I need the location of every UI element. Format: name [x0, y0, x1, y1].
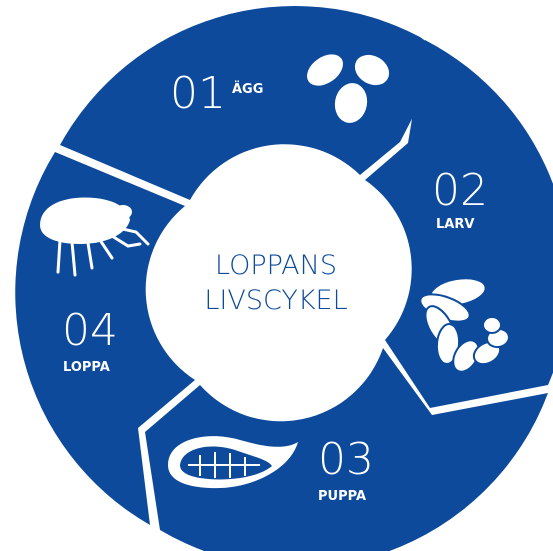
- stage-label-02: LARV: [436, 217, 474, 232]
- pupa-icon: [168, 436, 298, 489]
- eggs-icon: [306, 54, 390, 123]
- segment-pupa: [145, 348, 548, 551]
- stage-label-01: ÄGG: [232, 81, 263, 97]
- stage-number-02: 02: [432, 165, 488, 216]
- stage-number-01: 01: [170, 68, 226, 119]
- larva-icon: [419, 277, 510, 373]
- segment-egg: [60, 6, 445, 201]
- stage-label-03: PUPPA: [318, 489, 366, 504]
- center-circle: [173, 175, 379, 381]
- center-title-line2: LIVSCYKEL: [204, 285, 347, 316]
- ring-segments: [15, 6, 553, 551]
- stage-number-04: 04: [62, 305, 118, 356]
- flea-icon: [40, 197, 150, 277]
- center-title-line1: LOPPANS: [215, 250, 337, 281]
- stage-number-03: 03: [318, 434, 374, 485]
- segment-larva: [365, 40, 553, 408]
- stage-label-04: LOPPA: [63, 360, 110, 375]
